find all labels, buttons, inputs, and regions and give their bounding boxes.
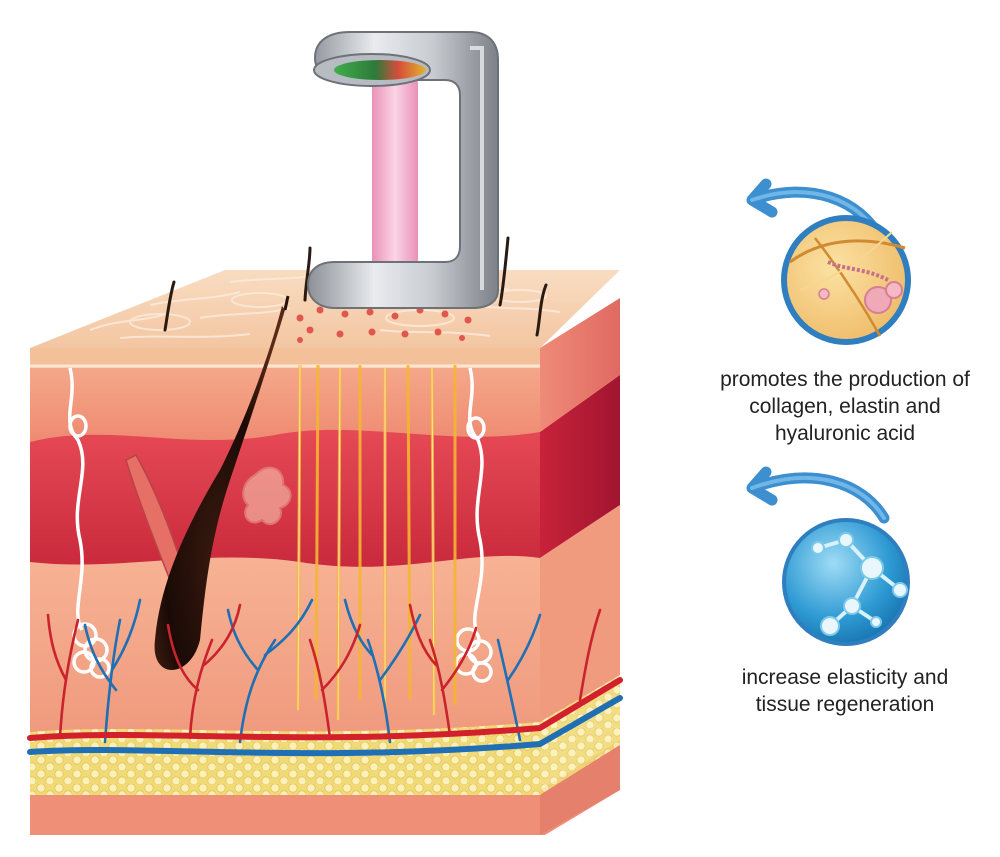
treatment-spots <box>296 306 472 343</box>
caption-elasticity: increase elasticity and tissue regenerat… <box>700 664 990 718</box>
caption-line: promotes the production of <box>720 368 970 391</box>
caption-line: hyaluronic acid <box>774 422 916 445</box>
caption-line: tissue regeneration <box>755 693 935 716</box>
laser-lens <box>334 60 426 80</box>
caption-collagen: promotes the production of collagen, ela… <box>700 366 990 447</box>
caption-line: increase elasticity and <box>741 666 949 689</box>
deep-dermis-layer <box>30 740 620 835</box>
lower-dermis-layer <box>30 552 540 732</box>
block-side-deep <box>540 745 620 835</box>
sweat-gland-icon <box>454 367 493 683</box>
block-side-red <box>540 375 620 558</box>
fat-layer-side <box>540 675 620 795</box>
laser-handpiece-icon <box>306 31 499 309</box>
fat-layer <box>30 720 540 795</box>
laser-energy-glow <box>297 364 435 721</box>
laser-beam <box>372 78 418 268</box>
molecule-icon <box>746 466 910 646</box>
block-side-upper <box>540 298 620 432</box>
collagen-fiber-icon <box>746 178 911 345</box>
block-side-lower <box>540 505 620 722</box>
caption-line: collagen, elastin and <box>749 395 941 418</box>
sebaceous-gland <box>242 466 292 526</box>
hair-follicle-icon <box>125 295 290 670</box>
surface-hairs <box>163 236 548 337</box>
papillary-dermis-layer <box>30 365 540 442</box>
blood-vessel-icon <box>27 598 623 757</box>
epidermis-front <box>30 348 540 368</box>
